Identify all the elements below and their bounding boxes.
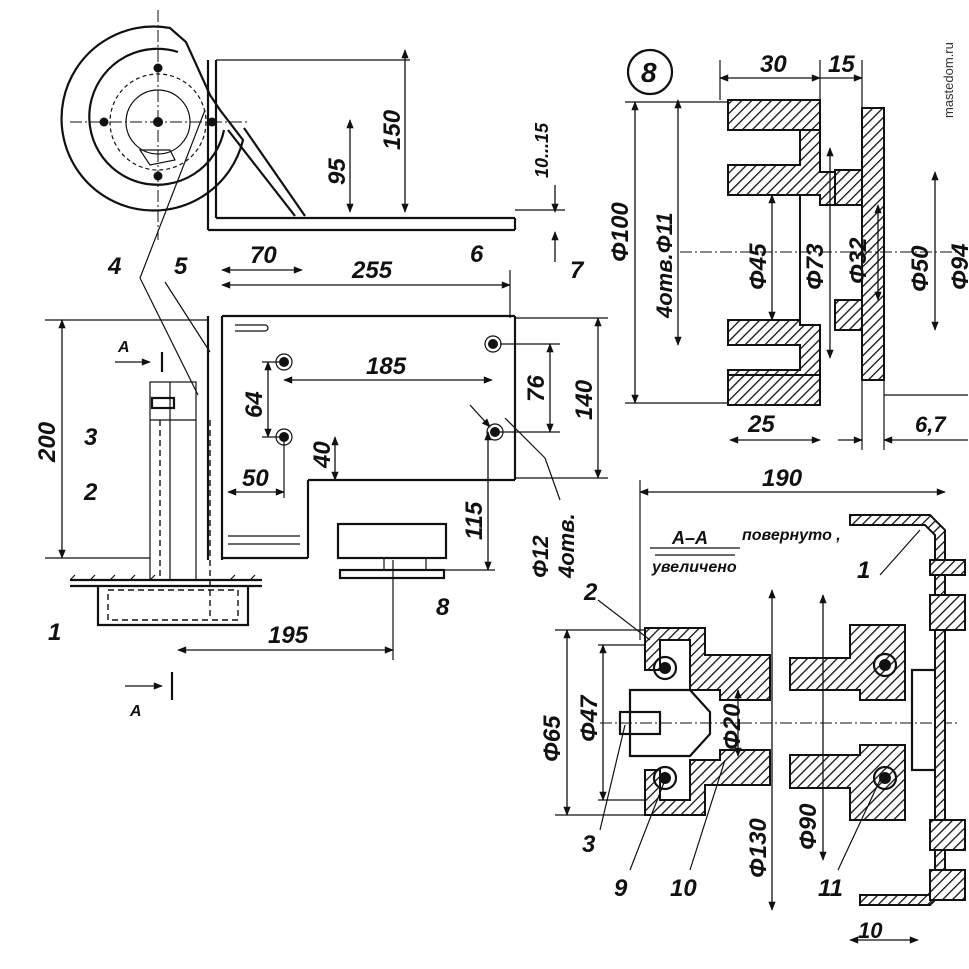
leader-4b	[139, 277, 199, 396]
dim-phi73: Φ73	[802, 243, 829, 290]
dim-phi50: Φ50	[907, 245, 934, 292]
watermark: mastedom.ru	[941, 42, 956, 118]
dim-phi100: Φ100	[607, 202, 634, 262]
dim-4holes-phi11: 4отв.Φ11	[652, 212, 677, 319]
dim-30: 30	[760, 51, 787, 78]
callout-3: 3	[84, 424, 98, 451]
leader-4a	[139, 109, 206, 279]
callout-4: 4	[107, 253, 121, 280]
dim-200: 200	[34, 421, 61, 463]
leader-sec-2	[597, 599, 651, 641]
section-a-a-view	[555, 480, 966, 944]
callout-8: 8	[436, 594, 450, 621]
leader-5	[164, 281, 211, 353]
dim-phi94: Φ94	[947, 244, 969, 290]
dim-76: 76	[523, 375, 550, 402]
section-mark-top: А	[117, 339, 130, 356]
dim-140: 140	[571, 379, 598, 420]
callout-2: 2	[83, 479, 98, 506]
motor-bracket	[206, 59, 517, 232]
section-title: А–А	[671, 528, 708, 548]
callout-7: 7	[570, 257, 585, 284]
dim-255: 255	[351, 257, 393, 284]
dim-10: 10	[858, 918, 883, 943]
dim-25: 25	[747, 411, 775, 438]
dim-6-7: 6,7	[915, 412, 947, 437]
lug-part	[336, 522, 448, 580]
dim-phi47: Φ47	[576, 694, 603, 742]
dim-115: 115	[461, 501, 488, 540]
callout-5: 5	[174, 253, 188, 280]
leader-sec-10	[689, 759, 726, 871]
dim-phi12: Φ12	[528, 535, 553, 578]
callout-sec-11: 11	[818, 875, 843, 902]
dim-phi20: Φ20	[719, 703, 746, 750]
dim-phi32: Φ32	[845, 237, 872, 284]
detail-8-view	[625, 48, 968, 450]
detail-marker-label: 8	[641, 57, 657, 88]
section-note-rotated: повернуто ,	[742, 527, 841, 544]
side-dimensions	[45, 49, 608, 700]
dim-4-holes: 4отв.	[554, 513, 579, 579]
dim-phi130: Φ130	[745, 818, 772, 878]
detail-marker-circle	[626, 48, 674, 96]
leader-sec-11	[837, 779, 881, 871]
dim-15: 15	[828, 51, 855, 78]
dim-phi65: Φ65	[539, 715, 566, 762]
dim-70: 70	[250, 242, 277, 269]
callout-sec-10: 10	[670, 875, 697, 902]
mounting-plate	[206, 314, 517, 560]
leader-sec-9	[629, 779, 666, 871]
pulley-disc	[60, 10, 250, 240]
dim-40: 40	[309, 441, 336, 469]
callout-1: 1	[48, 619, 61, 646]
section-mark-bottom: А	[129, 703, 142, 720]
labels: mastedom.ru 8 150 95 10...15 70 255 200 …	[34, 42, 969, 943]
callout-sec-1: 1	[857, 557, 870, 584]
side-view	[45, 10, 608, 700]
dim-185: 185	[366, 353, 407, 380]
section-note-enlarged: увеличено	[651, 559, 737, 576]
dim-50: 50	[242, 465, 269, 492]
dim-195: 195	[268, 622, 309, 649]
callout-sec-3: 3	[582, 831, 596, 858]
leader-sec-1	[879, 529, 921, 576]
callout-6: 6	[470, 241, 484, 268]
dim-95: 95	[324, 158, 351, 185]
dim-phi45: Φ45	[745, 243, 772, 290]
callout-sec-2: 2	[583, 579, 598, 606]
dim-150: 150	[379, 109, 406, 150]
dim-10-15: 10...15	[532, 122, 552, 178]
spindle-column	[69, 381, 262, 627]
dim-phi90: Φ90	[795, 803, 822, 850]
callout-sec-9: 9	[614, 875, 628, 902]
dim-190: 190	[762, 465, 803, 492]
leader-sec-3	[599, 724, 626, 831]
dim-64: 64	[241, 391, 268, 418]
